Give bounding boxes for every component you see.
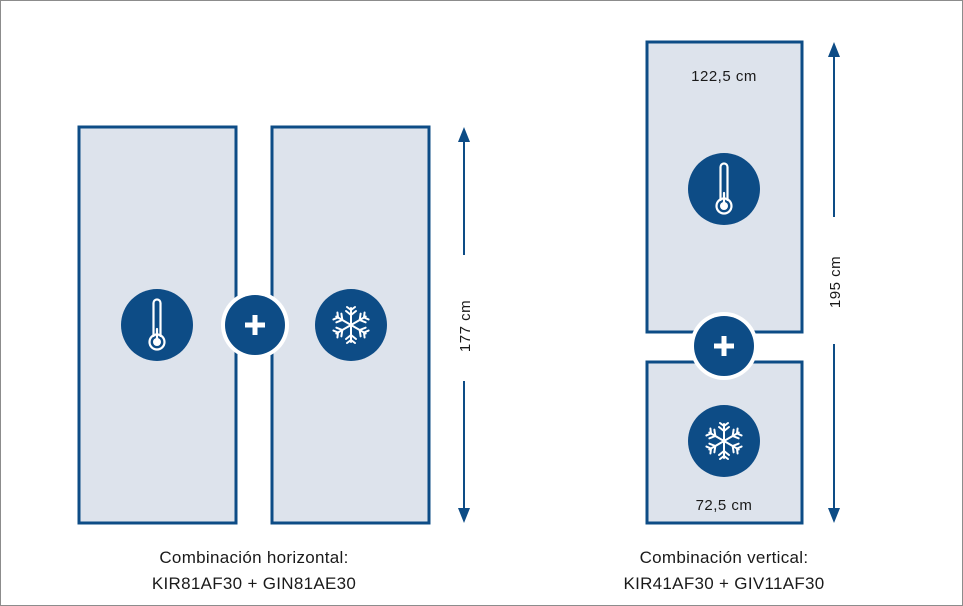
height-dimension-arrow [828,42,840,523]
height-dimension-arrow [458,127,470,523]
thermometer-icon [688,153,760,225]
plus-icon [690,312,758,380]
caption-title: Combinación horizontal: [159,548,349,567]
bottom-unit-height-label: 72,5 cm [696,497,753,514]
top-unit-height-label: 122,5 cm [691,68,757,85]
snowflake-icon [688,405,760,477]
height-label: 177 cm [457,300,474,352]
caption-models: KIR81AF30 + GIN81AE30 [151,574,357,593]
horizontal-combination: 177 cm [77,125,474,525]
thermometer-icon [121,289,193,361]
vertical-combination: 122,5 cm 72,5 cm 195 cm [645,40,844,525]
height-label: 195 cm [827,256,844,308]
caption-models: KIR41AF30 + GIV11AF30 [623,574,825,593]
vertical-caption: Combinación vertical: KIR41AF30 + GIV11A… [574,545,874,597]
snowflake-icon [315,289,387,361]
plus-icon [221,291,289,359]
horizontal-caption: Combinación horizontal: KIR81AF30 + GIN8… [79,545,429,597]
caption-title: Combinación vertical: [639,548,809,567]
